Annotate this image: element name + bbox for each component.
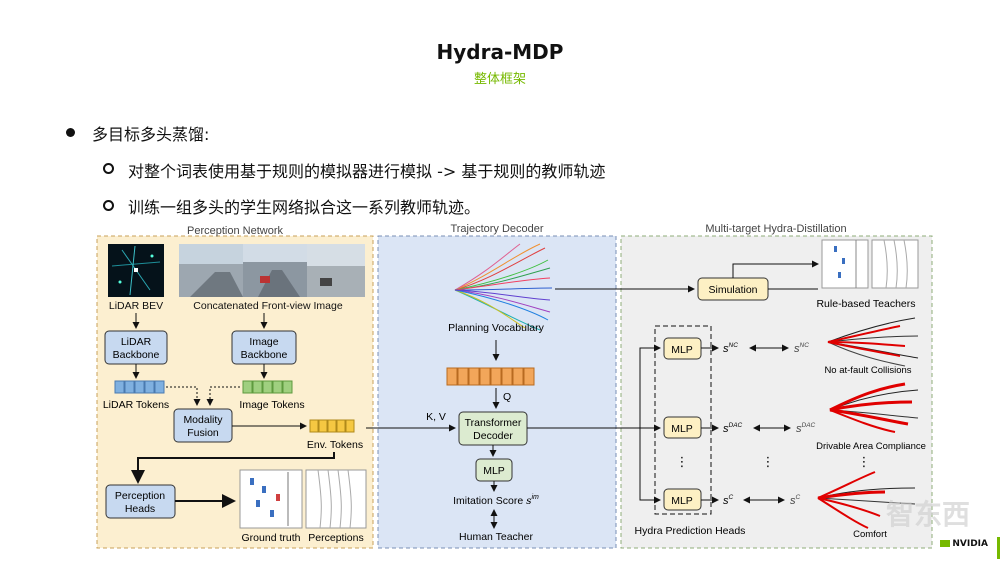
metrics-ellipsis: ⋮ bbox=[858, 454, 871, 469]
bullet-dot-icon bbox=[66, 128, 75, 137]
modality-fusion-label-2: Fusion bbox=[187, 427, 219, 439]
perception-heads-label: Perception bbox=[115, 490, 165, 502]
perception-heads-label-2: Heads bbox=[125, 503, 155, 515]
lidar-tokens-label: LiDAR Tokens bbox=[103, 399, 169, 411]
transformer-label: Transformer bbox=[465, 417, 522, 429]
planning-vocab-label: Planning Vocabulary bbox=[448, 322, 544, 334]
score-dac-teacher: sDAC bbox=[796, 422, 816, 435]
hydra-mlp-nc-label: MLP bbox=[671, 344, 693, 356]
image-backbone-label-2: Backbone bbox=[241, 349, 288, 361]
lidar-tokens bbox=[114, 380, 165, 394]
perceptions-image bbox=[305, 469, 367, 529]
front-view-label: Concatenated Front-view Image bbox=[193, 300, 343, 312]
hydra-mlp-dac-label: MLP bbox=[671, 423, 693, 435]
nvidia-eye-icon bbox=[940, 540, 951, 547]
image-tokens-label: Image Tokens bbox=[239, 399, 304, 411]
modality-fusion-label: Modality bbox=[183, 414, 223, 426]
env-tokens bbox=[309, 419, 355, 433]
brand-bar bbox=[997, 537, 1000, 559]
simulation-label: Simulation bbox=[708, 284, 757, 296]
hydra-heads-bracket bbox=[654, 325, 712, 515]
lidar-bev-label: LiDAR BEV bbox=[109, 300, 163, 312]
ground-truth-label: Ground truth bbox=[242, 532, 301, 544]
front-view-image bbox=[179, 244, 365, 297]
no-collisions-label: No at-fault Collisions bbox=[824, 365, 911, 376]
panel-title-perception: Perception Network bbox=[187, 225, 283, 237]
rule-teachers-label: Rule-based Teachers bbox=[816, 298, 915, 310]
dac-trajectory-fan bbox=[829, 382, 919, 433]
score-c-student: sC bbox=[723, 494, 734, 507]
decoder-mlp-label: MLP bbox=[483, 465, 505, 477]
scores-ellipsis: ⋮ bbox=[762, 454, 775, 469]
bullet-ring-icon bbox=[103, 163, 114, 174]
comfort-trajectory-fan bbox=[817, 471, 916, 529]
hydra-mlp-c-label: MLP bbox=[671, 495, 693, 507]
kv-label: K, V bbox=[426, 411, 446, 423]
image-backbone-label: Image bbox=[249, 336, 278, 348]
lidar-backbone-label: LiDAR bbox=[121, 336, 152, 348]
bullet-ring-icon bbox=[103, 200, 114, 211]
hydra-heads-label: Hydra Prediction Heads bbox=[635, 525, 746, 537]
bullet-sub-1: 对整个词表使用基于规则的模拟器进行模拟 -> 基于规则的教师轨迹 bbox=[128, 162, 606, 181]
imitation-score-label: Imitation Score sim bbox=[453, 494, 539, 507]
watermark: 智东西 bbox=[885, 498, 970, 531]
bullet-main: 多目标多头蒸馏: bbox=[92, 125, 210, 144]
decoder-panel bbox=[377, 235, 617, 549]
score-dac-student: sDAC bbox=[723, 422, 743, 435]
query-tokens bbox=[446, 367, 535, 386]
env-tokens-label: Env. Tokens bbox=[307, 439, 363, 451]
rule-teacher-images bbox=[821, 239, 919, 289]
slide-subtitle: 整体框架 bbox=[473, 72, 526, 87]
nvidia-logo: NVIDIA bbox=[940, 539, 988, 549]
score-c-teacher: sC bbox=[790, 494, 801, 507]
nvidia-logo-text: NVIDIA bbox=[952, 539, 988, 549]
q-label: Q bbox=[503, 391, 511, 403]
lidar-backbone-label-2: Backbone bbox=[113, 349, 160, 361]
panel-title-distill: Multi-target Hydra-Distillation bbox=[705, 223, 846, 235]
score-nc-teacher: sNC bbox=[794, 342, 809, 355]
planning-vocabulary-fan bbox=[454, 243, 553, 331]
comfort-label: Comfort bbox=[853, 529, 887, 540]
transformer-label-2: Decoder bbox=[473, 430, 513, 442]
image-tokens bbox=[242, 380, 293, 394]
drivable-area-label: Drivable Area Compliance bbox=[816, 441, 926, 452]
human-teacher-label: Human Teacher bbox=[459, 531, 533, 543]
panel-title-decoder: Trajectory Decoder bbox=[450, 223, 543, 235]
score-nc-student: sNC bbox=[723, 342, 738, 355]
nc-trajectory-fan bbox=[827, 317, 919, 367]
heads-ellipsis: ⋮ bbox=[676, 454, 689, 469]
ground-truth-image bbox=[239, 469, 303, 529]
perceptions-label: Perceptions bbox=[308, 532, 363, 544]
bullet-sub-2: 训练一组多头的学生网络拟合这一系列教师轨迹。 bbox=[128, 198, 481, 217]
lidar-bev-image bbox=[108, 244, 164, 297]
slide-title: Hydra-MDP bbox=[436, 40, 564, 64]
